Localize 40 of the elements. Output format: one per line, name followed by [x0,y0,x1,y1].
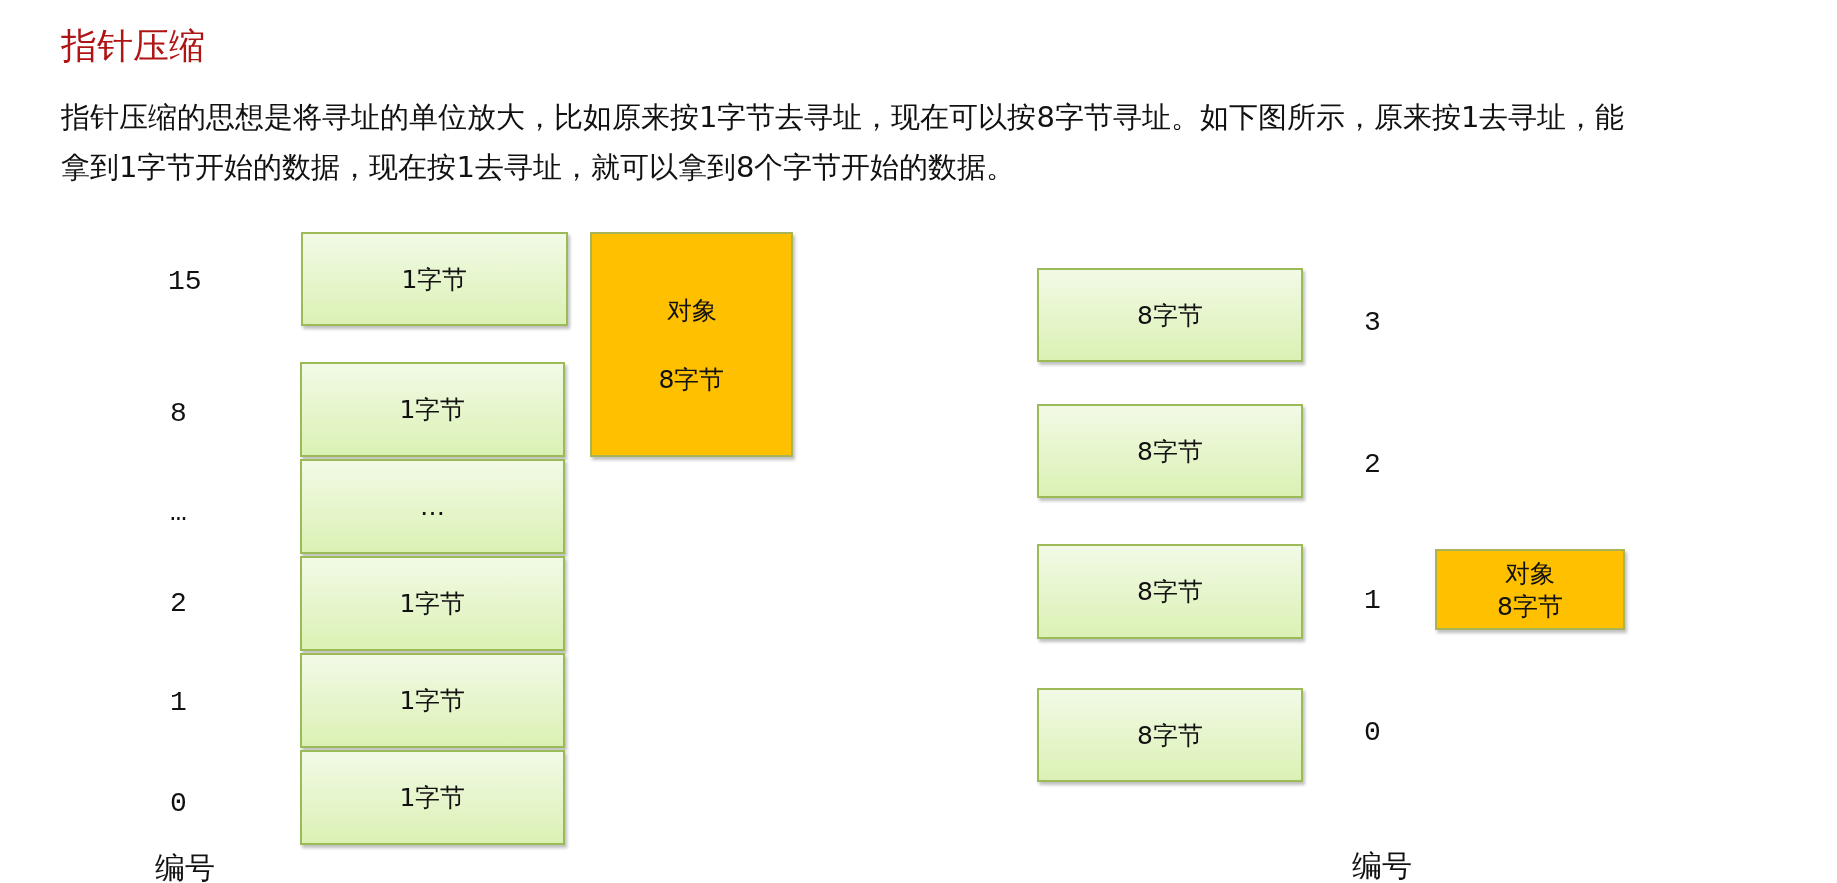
heading: 指针压缩 [61,24,205,68]
cell-label: 8字节 [1137,576,1203,608]
cell-label: 1字节 [399,394,466,426]
cell-label: 8字节 [1137,299,1203,332]
memory-cell [1037,688,1303,782]
memory-cell [300,362,565,457]
address-number: 0 [1364,717,1381,748]
memory-cell [1037,544,1303,639]
cell-label: 8字节 [1137,719,1203,752]
object-block [1435,549,1625,630]
memory-cell [300,556,565,651]
address-number: 2 [1364,449,1381,480]
address-number: 8 [170,398,187,429]
address-number: 3 [1364,307,1381,338]
memory-cell [300,750,565,845]
cell-label: 1字节 [401,263,468,296]
address-number: 15 [168,266,202,297]
address-number: 2 [170,588,187,619]
cell-label: 1字节 [399,685,466,717]
description-text: 指针压缩的思想是将寻址的单位放大，比如原来按1字节去寻址，现在可以按8字节寻址。如下图所示，原来按1去寻址，能拿到1字节开始的数据，现在按1去寻址，就可以拿到8个字节开始的数据。 [61,99,1626,186]
cell-label: 8字节 [1497,590,1563,623]
cell-label: 8字节 [658,363,725,396]
memory-cell [1037,268,1303,362]
cell-label: 1字节 [399,782,466,814]
address-number: 0 [170,788,187,819]
address-number: 1 [170,687,187,718]
memory-cell [301,232,568,326]
cell-label: 对象 [666,294,717,327]
cell-label: 1字节 [399,588,466,620]
memory-cell [300,459,565,554]
axis-caption: 编号 [1352,847,1412,883]
address-number: 1 [1364,585,1381,616]
object-block [590,232,793,457]
cell-label: 对象 [1505,557,1555,590]
memory-cell [300,653,565,748]
address-number: … [170,497,187,528]
memory-cell [1037,404,1303,498]
cell-label: 8字节 [1137,435,1203,468]
cell-label: … [420,492,445,521]
axis-caption: 编号 [155,849,215,883]
